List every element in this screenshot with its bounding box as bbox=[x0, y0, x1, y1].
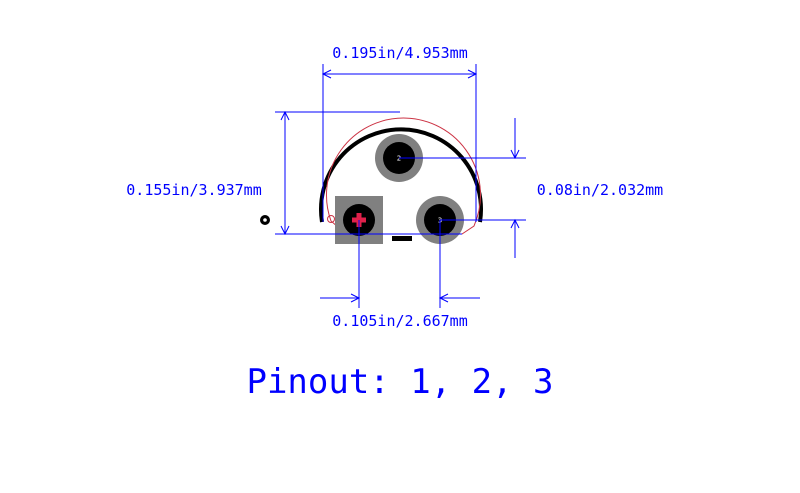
dimension-right-pitch-label: 0.08in/2.032mm bbox=[537, 181, 663, 199]
dimension-left-height-label: 0.155in/3.937mm bbox=[126, 181, 261, 199]
dimension-bottom-pitch-label: 0.105in/2.667mm bbox=[332, 312, 467, 330]
pinout-label: Pinout: 1, 2, 3 bbox=[246, 362, 553, 402]
dimension-bottom-pitch: 0.105in/2.667mm bbox=[320, 220, 480, 330]
courtyard-start-marker bbox=[327, 215, 335, 223]
dimension-top-width-label: 0.195in/4.953mm bbox=[332, 44, 467, 62]
minus-icon bbox=[392, 236, 412, 241]
dimension-left-height: 0.155in/3.937mm bbox=[126, 110, 462, 236]
dimension-right-pitch: 0.08in/2.032mm bbox=[399, 118, 663, 258]
pin1-dot-icon bbox=[260, 215, 270, 225]
dimension-top-width: 0.195in/4.953mm bbox=[321, 44, 478, 222]
courtyard-outline bbox=[326, 117, 481, 235]
